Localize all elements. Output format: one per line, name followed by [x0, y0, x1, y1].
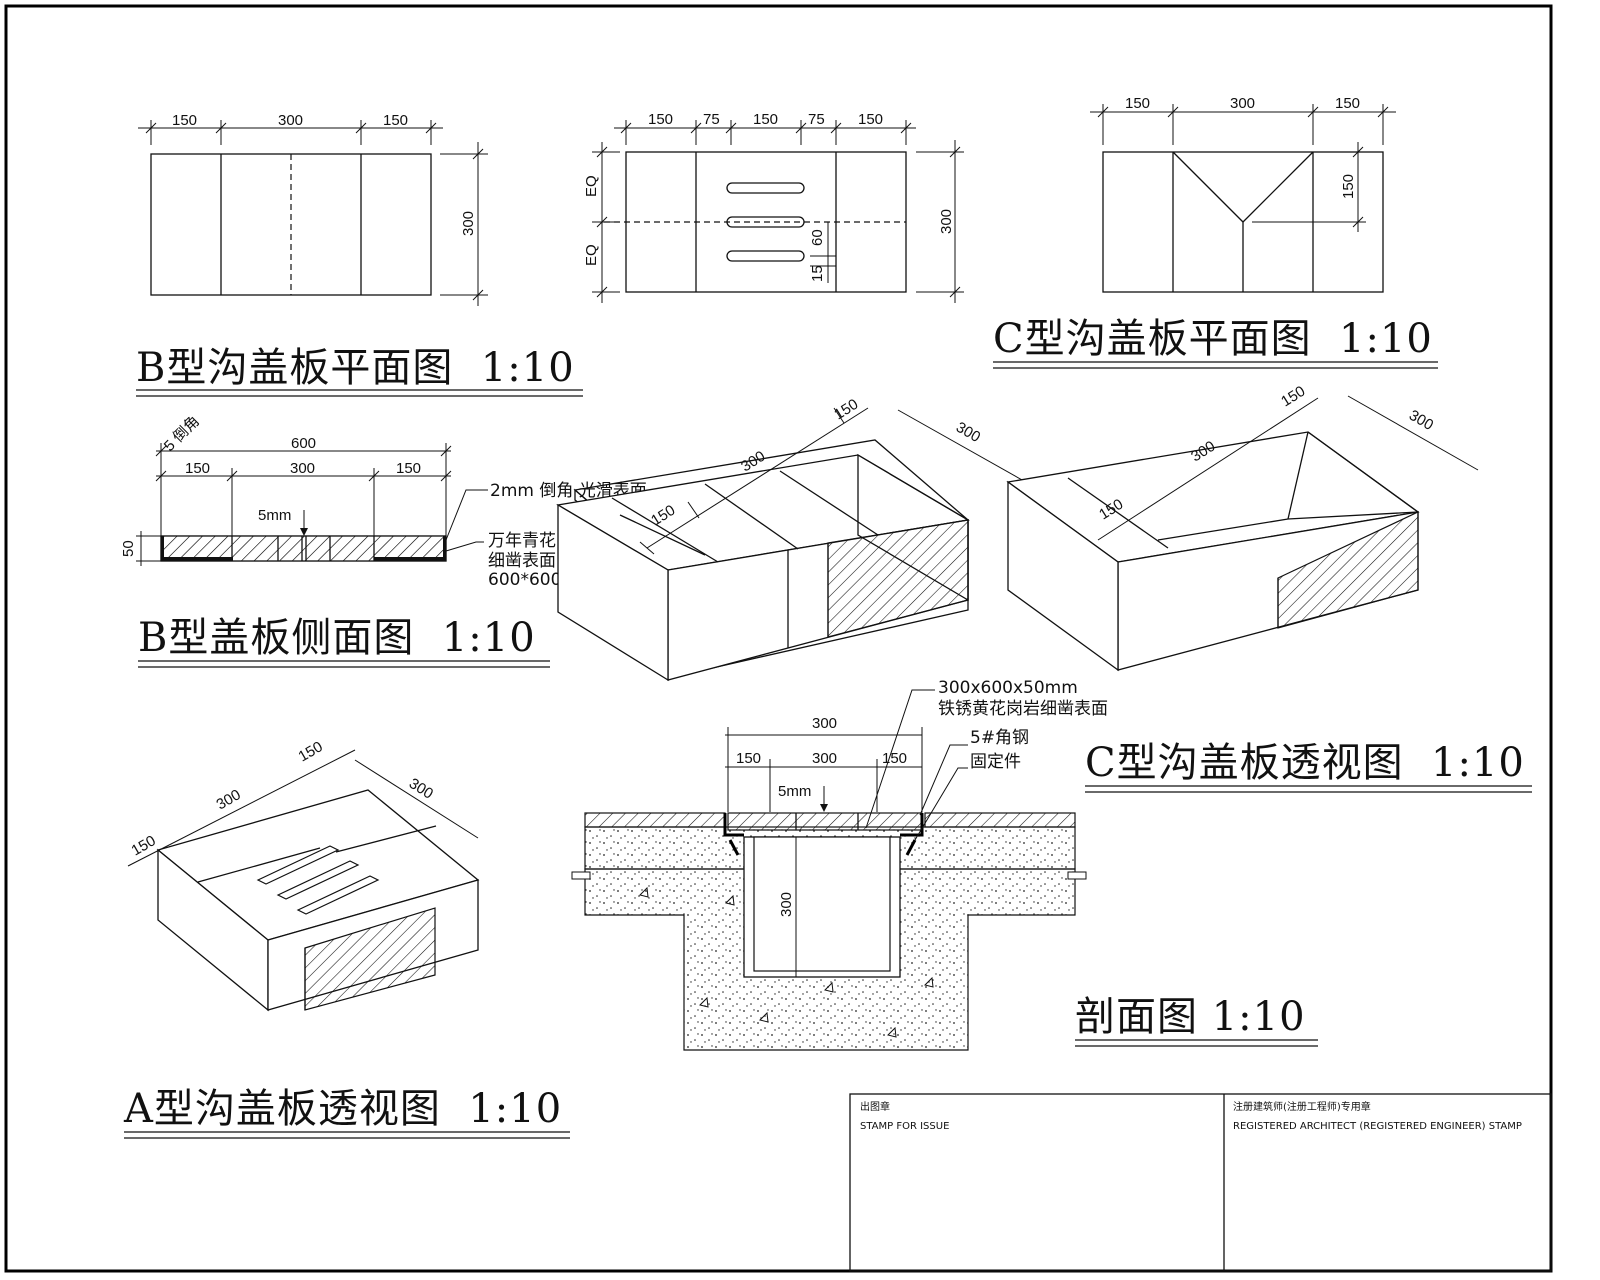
stamp-reg-cn: 注册建筑师(注册工程师)专用章	[1233, 1100, 1371, 1113]
dim-label: 150	[296, 738, 326, 765]
c-plan-view: 150 300 150 150	[1090, 95, 1396, 293]
dim-label: 300	[290, 460, 315, 477]
section-view: 300 300 150 300 150 5mm	[571, 689, 1087, 1051]
dim-label: 75	[703, 111, 720, 128]
section-slab-note-1: 300x600x50mm	[938, 678, 1078, 698]
dim-label: 150	[882, 750, 907, 767]
dim-label: 300	[812, 715, 837, 732]
chamfer-small-label: 5 倒角	[161, 413, 203, 455]
stamp-issue-en: STAMP FOR ISSUE	[860, 1121, 949, 1132]
dim-label: 75	[808, 111, 825, 128]
title-b-side: B型盖板侧面图 1:10	[138, 615, 536, 661]
dim-label: 150	[753, 111, 778, 128]
dim-label: 150	[831, 396, 861, 424]
dim-label: 300	[1406, 407, 1436, 434]
dim-label: 300	[812, 750, 837, 767]
title-b-plan: B型沟盖板平面图 1:10	[136, 345, 575, 391]
dim-label: 15	[809, 265, 826, 282]
stone-note-2: 细凿表面	[488, 551, 556, 571]
a-perspective-view: 150 300 150 300	[127, 738, 480, 1012]
chamfer-note: 2mm 倒角 光滑表面	[490, 481, 647, 501]
dim-label: 300	[1230, 95, 1255, 112]
dim-label: 150	[648, 111, 673, 128]
dim-label: 150	[172, 112, 197, 129]
title-section: 剖面图 1:10	[1075, 994, 1306, 1040]
gap-label: 5mm	[778, 783, 811, 800]
fixing-note: 固定件	[970, 752, 1021, 772]
dim-label: EQ	[583, 244, 600, 266]
title-c-plan: C型沟盖板平面图 1:10	[993, 316, 1433, 362]
dim-label: 60	[809, 229, 826, 246]
gap-label: 5mm	[258, 507, 291, 524]
stamp-block	[849, 1093, 1552, 1272]
sheet-border	[4, 4, 1553, 1273]
dim-label: 300	[938, 209, 955, 234]
b-side-view: 5mm 600 150 300 150 50 5 倒角	[120, 413, 488, 566]
c-perspective-view: 150 300 150 300	[1006, 383, 1479, 672]
angle-steel-note: 5#角钢	[970, 728, 1029, 748]
a-plan-view: 150 75 150 75 150 EQ EQ 60 15 300	[583, 111, 964, 303]
dim-label: 150	[858, 111, 883, 128]
dim-label: 50	[120, 540, 137, 557]
dim-label: 150	[1278, 383, 1308, 411]
dim-label: 300	[953, 419, 983, 446]
dim-label: EQ	[583, 175, 600, 197]
dim-label: 300	[278, 112, 303, 129]
dim-label: 300	[778, 892, 795, 917]
title-c-persp: C型沟盖板透视图 1:10	[1085, 740, 1525, 786]
dim-label: 300	[460, 211, 477, 236]
dim-label: 150	[1125, 95, 1150, 112]
dim-label: 600	[291, 435, 316, 452]
dim-label: 150	[185, 460, 210, 477]
dim-label: 150	[383, 112, 408, 129]
dim-label: 150	[129, 832, 159, 859]
dim-label: 150	[1335, 95, 1360, 112]
dim-label: 300	[406, 775, 436, 803]
title-a-persp: A型沟盖板透视图 1:10	[123, 1086, 562, 1132]
b-plan-view: 150 300 150 300	[138, 112, 488, 306]
dim-label: 150	[396, 460, 421, 477]
section-slab-note-2: 铁锈黄花岗岩细凿表面	[938, 699, 1108, 719]
stamp-reg-en: REGISTERED ARCHITECT (REGISTERED ENGINEE…	[1233, 1121, 1522, 1132]
b-perspective-view: 150 300 150 300	[556, 396, 1032, 682]
dim-label: 150	[736, 750, 761, 767]
stamp-issue-cn: 出图章	[860, 1100, 890, 1113]
dim-label: 150	[1340, 174, 1357, 199]
